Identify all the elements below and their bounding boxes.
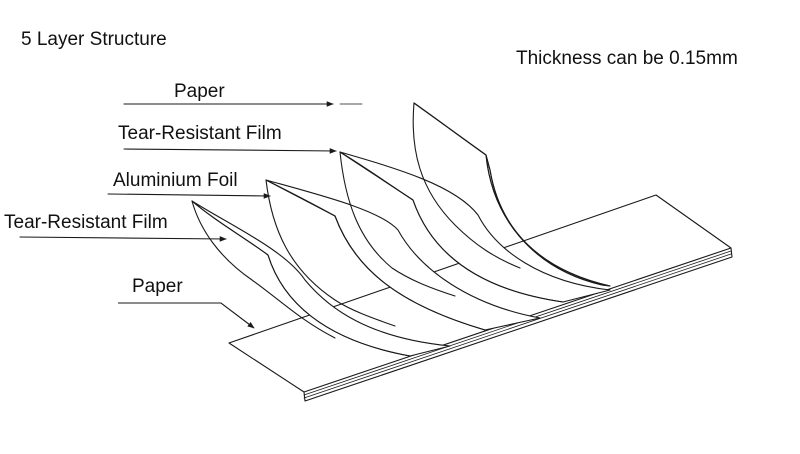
layer-label-paper-top: Paper: [174, 81, 225, 102]
sheet-aluminium-foil: [265, 179, 541, 331]
sheet-tear-resistant-film-upper: [339, 151, 611, 303]
layer-label-tear-resistant-film-upper: Tear-Resistant Film: [118, 123, 282, 144]
diagram-title: 5 Layer Structure: [21, 29, 167, 50]
thickness-note: Thickness can be 0.15mm: [516, 48, 738, 69]
arrow-aluminium-foil: [107, 193, 271, 199]
sheet-tear-resistant-film-lower: [191, 200, 451, 357]
leader-arrows: [19, 101, 363, 329]
arrow-tear-resistant-film-lower: [19, 236, 227, 242]
arrow-tear-resistant-film-upper: [123, 148, 337, 154]
base-paper-strip: [228, 194, 733, 402]
sheet-paper-top: [412, 102, 611, 287]
layer-label-tear-resistant-film-lower: Tear-Resistant Film: [4, 212, 168, 233]
layer-label-aluminium-foil: Aluminium Foil: [113, 170, 238, 191]
arrow-paper-bottom: [118, 302, 255, 329]
layer-label-paper-bottom: Paper: [132, 276, 183, 297]
